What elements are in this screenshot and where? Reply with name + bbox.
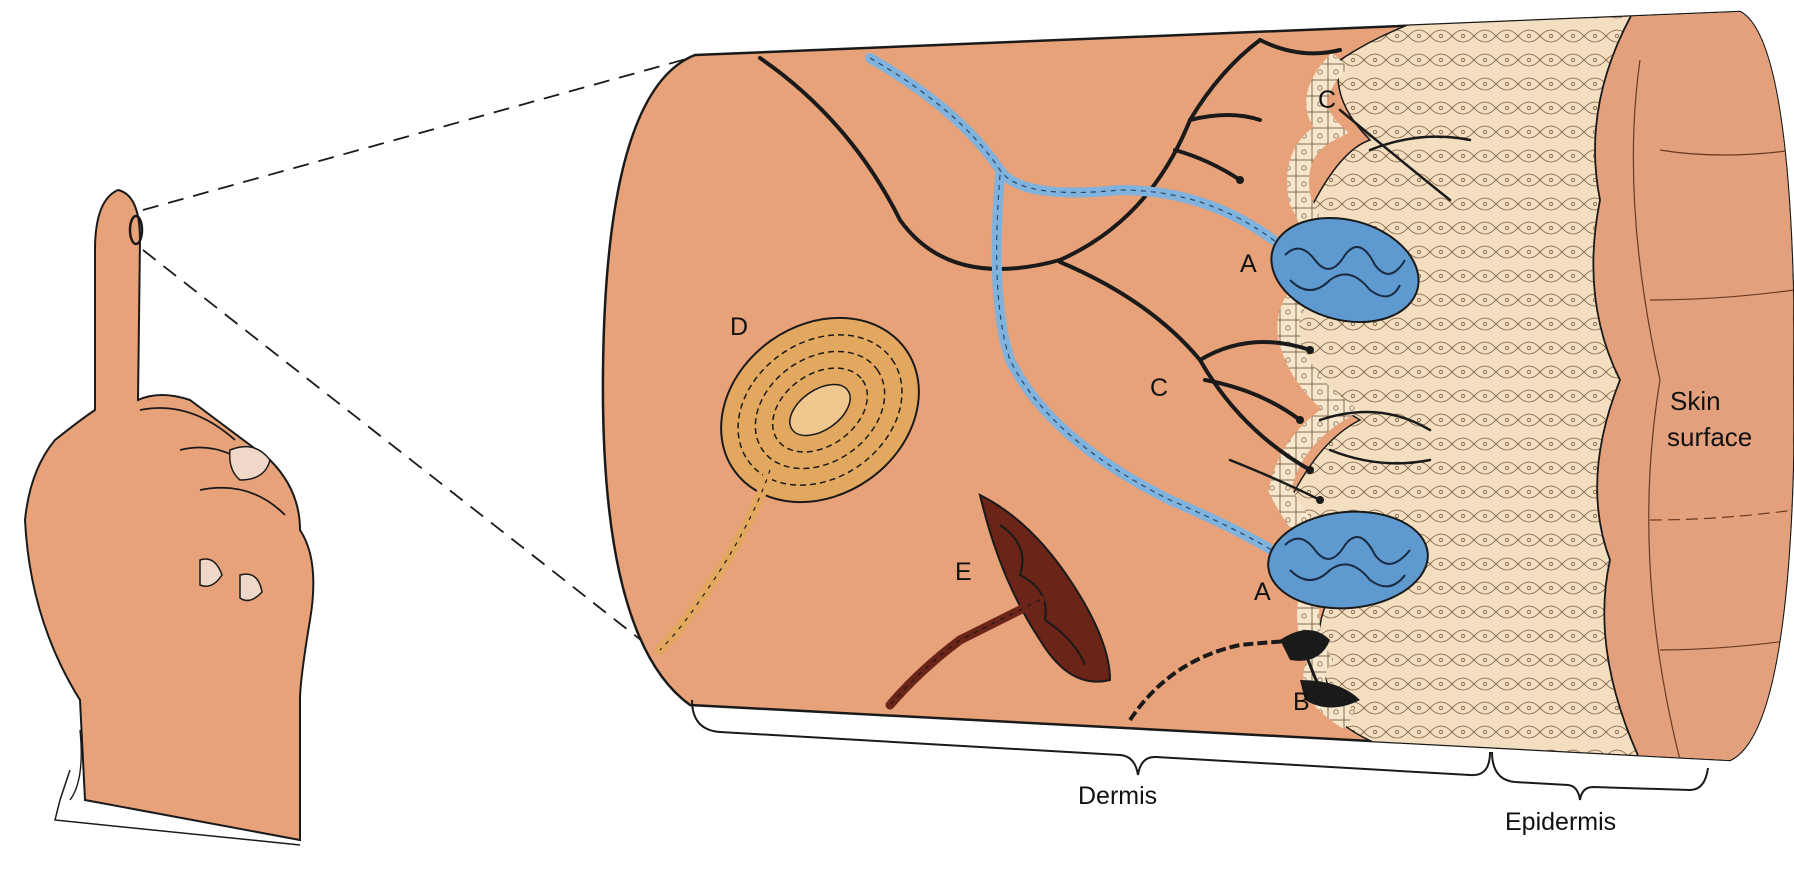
label-epidermis: Epidermis bbox=[1505, 808, 1616, 836]
epidermis-brace bbox=[1492, 752, 1708, 800]
skin-section bbox=[603, 0, 1794, 869]
label-dermis: Dermis bbox=[1078, 782, 1157, 810]
label-a-lower: A bbox=[1254, 578, 1271, 606]
label-a-upper: A bbox=[1240, 250, 1257, 278]
label-b: B bbox=[1293, 688, 1310, 716]
label-c-upper: C bbox=[1318, 86, 1336, 114]
hand-illustration bbox=[25, 190, 313, 845]
label-e: E bbox=[955, 558, 972, 586]
label-skin-surface-line2: surface bbox=[1667, 422, 1752, 452]
label-d: D bbox=[730, 313, 748, 341]
hand-shape bbox=[25, 190, 313, 840]
label-skin-surface-line1: Skin bbox=[1670, 386, 1721, 416]
label-c-lower: C bbox=[1150, 374, 1168, 402]
